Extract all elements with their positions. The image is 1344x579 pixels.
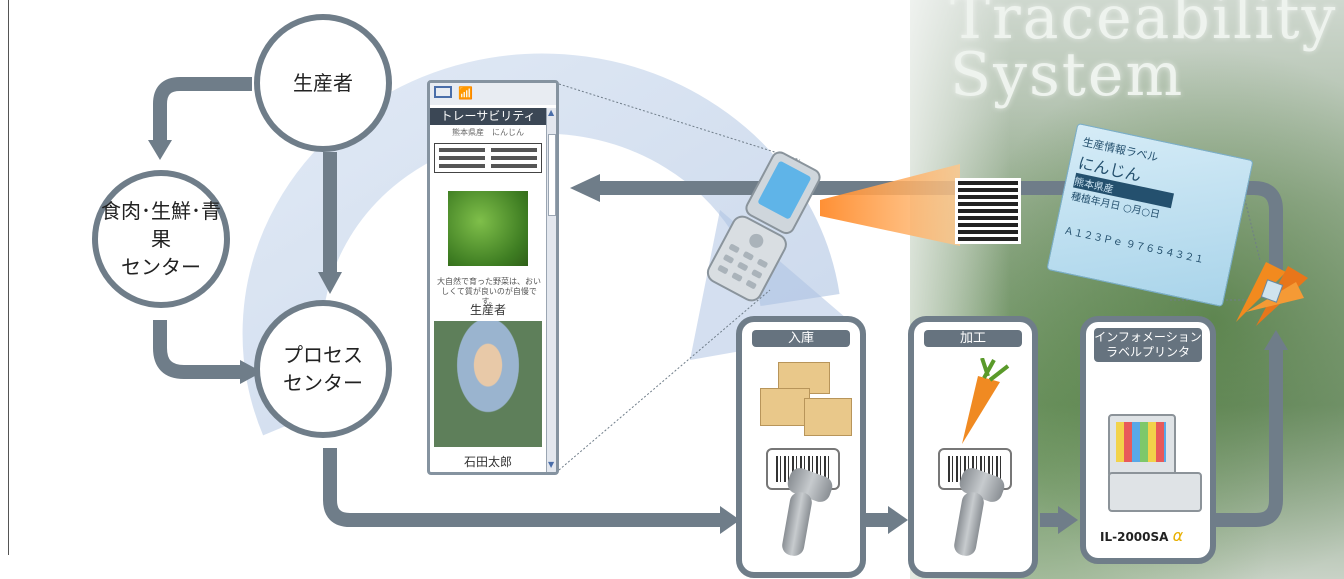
node-market-label: 食肉･生鮮･青果 センター [101,199,221,279]
stage-processing: 加工 [908,316,1038,578]
node-producer-label: 生産者 [293,71,353,95]
scroll-up-icon[interactable]: ▲ [548,108,555,117]
printer-model: IL-2000SA α [1100,526,1183,545]
carrot-icon [962,358,1010,444]
phone-origin: 熊本県産 にんじん [452,128,524,137]
phone-screen: 📶 トレーサビリティ ▲ ▼ 熊本県産 にんじん 大自然で育った野菜は、おいしく… [427,80,559,475]
scanner-grip-icon [952,490,986,558]
crate-icon [804,398,852,436]
node-market-center: 食肉･生鮮･青果 センター [92,170,230,308]
scroll-down-icon[interactable]: ▼ [548,460,555,469]
phone-producer-name: 石田太郎 [463,455,512,469]
printer-display [1108,414,1176,478]
stage-printer-title: インフォメーション ラベルプリンタ [1094,328,1202,362]
phone-producer-label: 生産者 [469,303,506,317]
scan-beam [820,164,960,246]
stage-label-printer: インフォメーション ラベルプリンタ IL-2000SA α [1080,316,1216,564]
arrow-producer-to-market [153,77,252,140]
arrow-printer-to-carrot [1216,350,1283,527]
scroll-thumb[interactable] [548,134,556,216]
printer-model-name: IL-2000SA [1100,530,1169,544]
carrot-bundle-icon [1236,262,1308,326]
printer-screen [1116,422,1166,462]
stage-processing-title: 加工 [924,330,1022,347]
phone-status-bar: 📶 [430,83,556,105]
node-process-label: プロセス センター [283,343,363,395]
node-process-center: プロセス センター [254,300,392,438]
printer-body [1108,472,1202,512]
scrollbar[interactable]: ▲ ▼ [546,108,556,472]
phone-header: トレーサビリティ [430,108,546,125]
title-line-2: System [950,40,1185,110]
left-divider [8,0,9,555]
mobile-phone-icon [706,151,821,302]
vegetable-photo [448,191,528,266]
stage-receiving: 入庫 [736,316,866,578]
battery-icon [434,86,452,98]
producer-photo [434,321,542,447]
arrow-market-to-process [153,320,240,379]
qr-code [955,178,1021,244]
signal-icon: 📶 [458,86,473,100]
title-line-1: Traceability [950,0,1338,53]
phone-caption: 大自然で育った野菜は、おいしくて質が良いのが自慢です。 [437,277,541,306]
crate-icon [760,388,810,426]
arrow-return-to-phone [600,181,1283,270]
stage-receiving-title: 入庫 [752,330,850,347]
printer-model-suffix: α [1172,526,1184,545]
arrow-process-to-receiving [323,448,720,527]
info-table [434,143,542,173]
node-producer: 生産者 [254,14,392,152]
scanner-grip-icon [780,490,814,558]
